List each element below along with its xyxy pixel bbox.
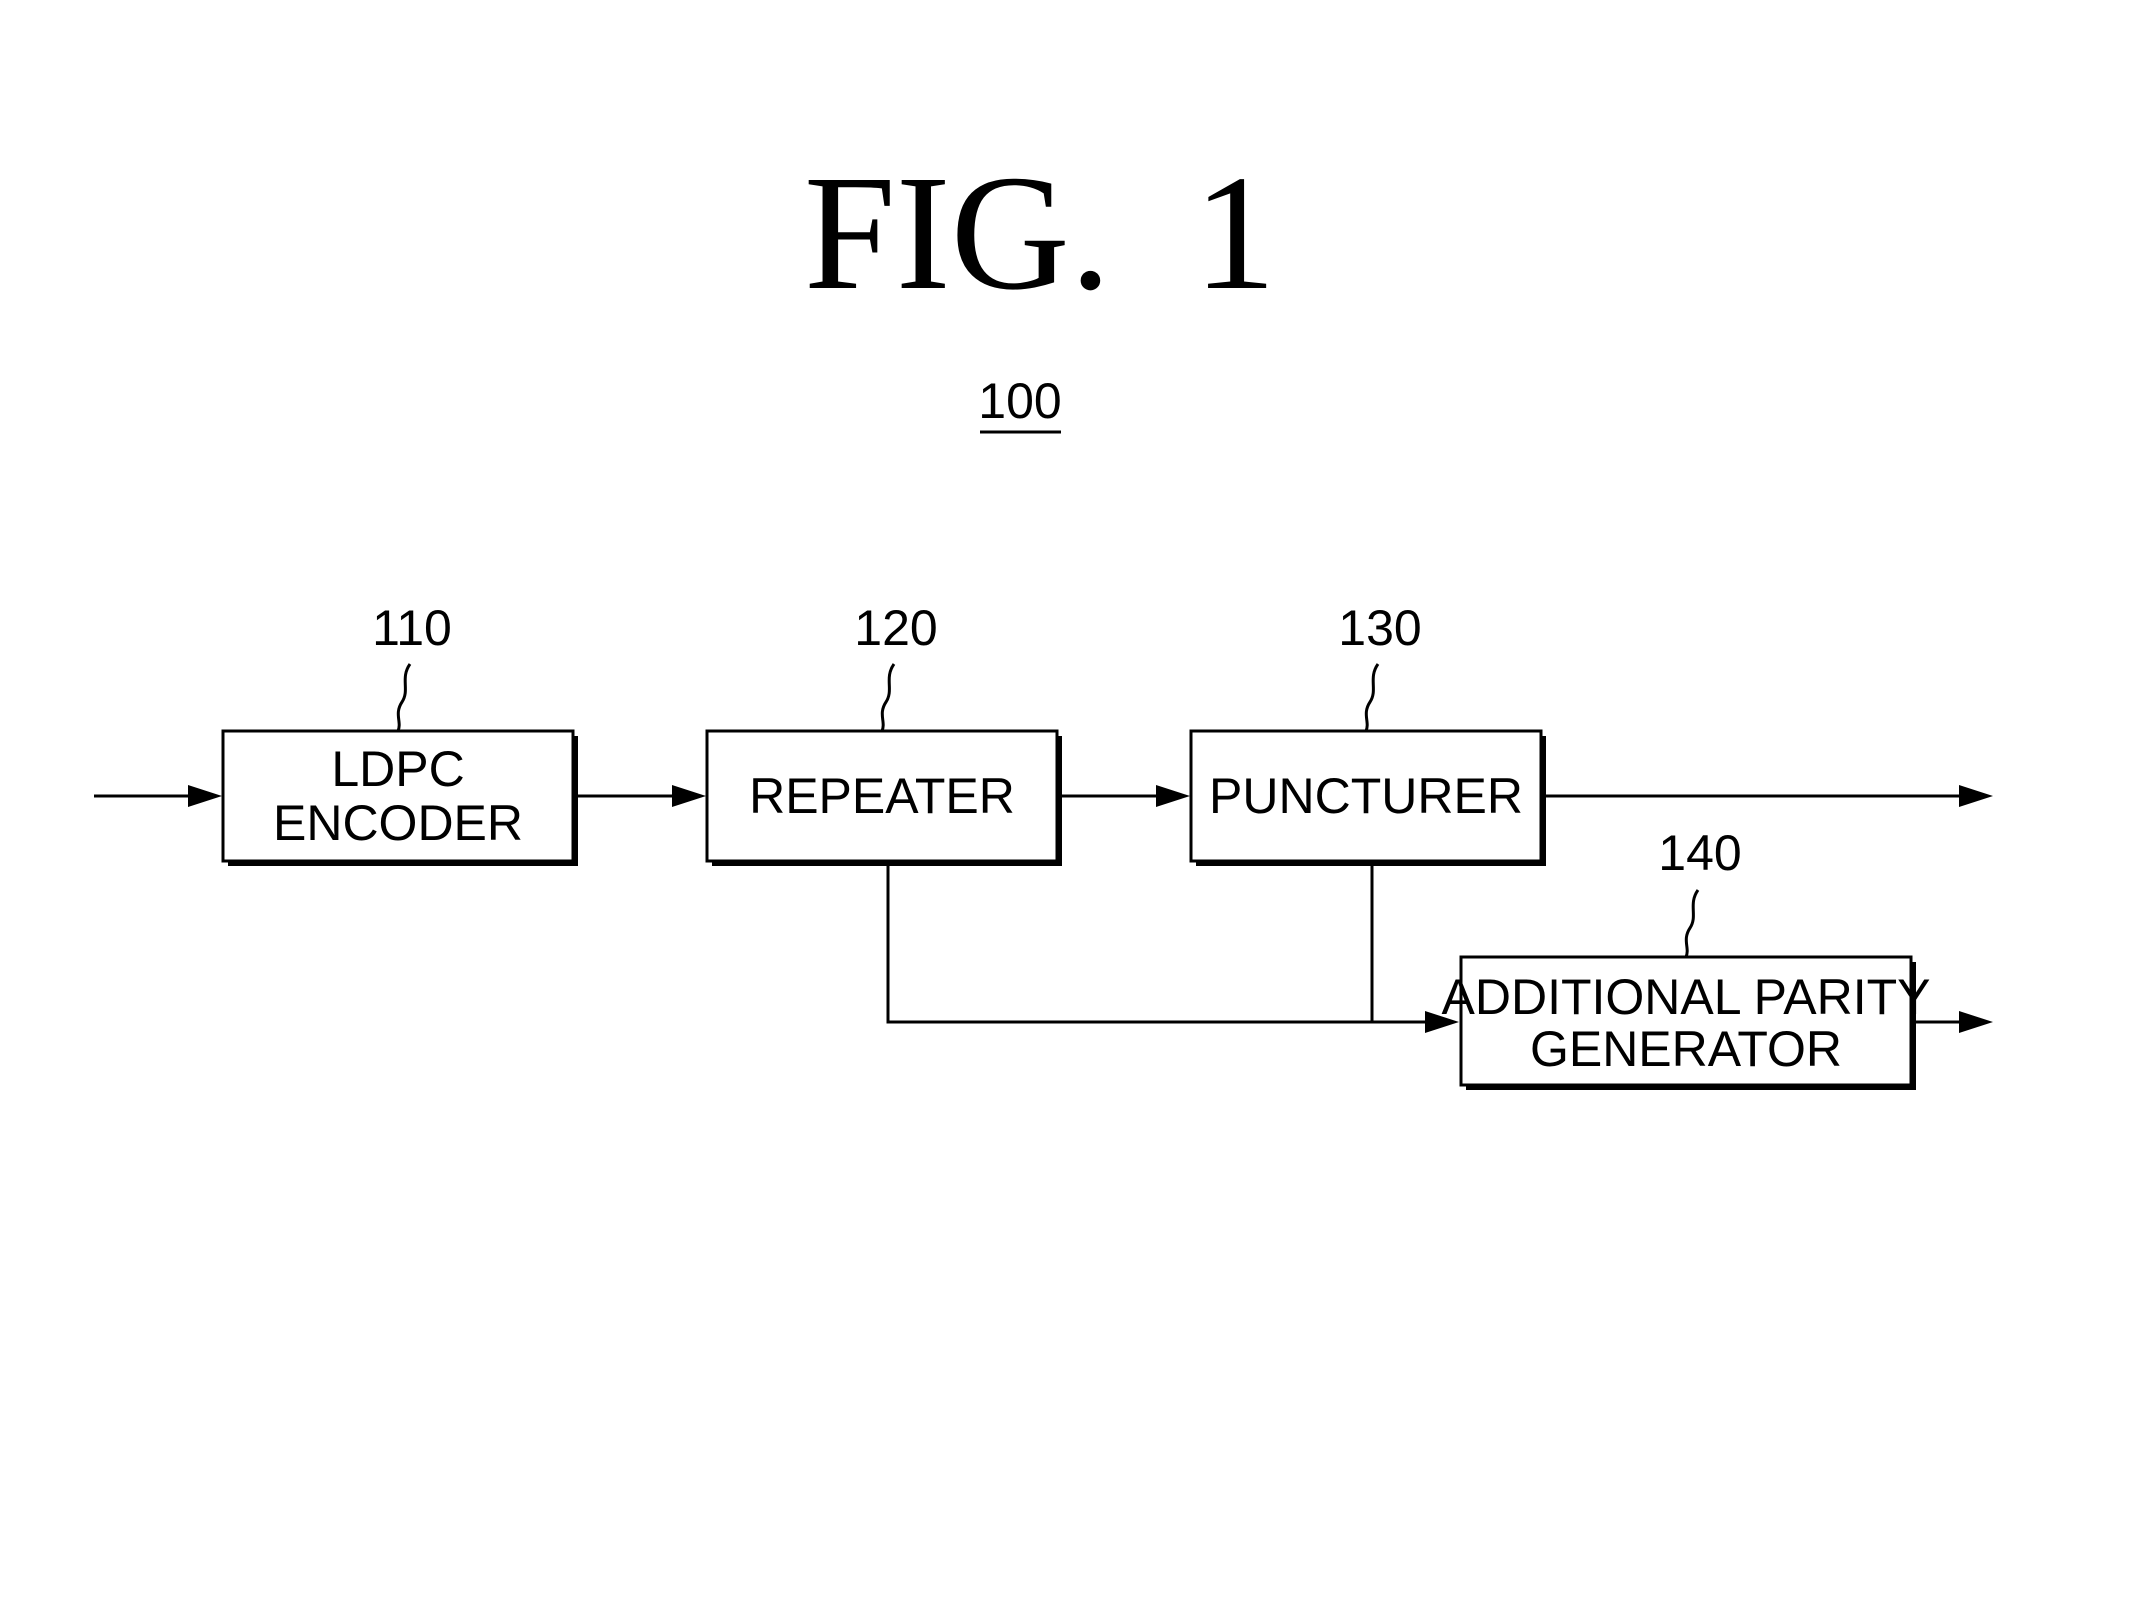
arrow-parity-output xyxy=(1959,1011,1993,1033)
additional-parity-generator-reference-number: 140 xyxy=(1658,825,1741,881)
puncturer-block: PUNCTURER 130 xyxy=(1191,600,1546,866)
ldpc-encoder-label-line-1: LDPC xyxy=(331,741,464,797)
repeater-block: REPEATER 120 xyxy=(707,600,1062,866)
repeater-to-parity-wire xyxy=(888,862,1441,1022)
repeater-label: REPEATER xyxy=(749,768,1015,824)
arrow-into-ldpc-encoder xyxy=(188,785,222,807)
repeater-reference-number: 120 xyxy=(854,600,937,656)
puncturer-label: PUNCTURER xyxy=(1209,768,1523,824)
additional-parity-generator-label-line-1: ADDITIONAL PARITY xyxy=(1442,969,1931,1025)
puncturer-reference-number: 130 xyxy=(1338,600,1421,656)
arrow-into-repeater xyxy=(672,785,706,807)
arrow-into-puncturer xyxy=(1156,785,1190,807)
system-reference-number: 100 xyxy=(978,373,1061,429)
puncturer-leader-line xyxy=(1366,664,1378,731)
arrow-puncturer-output xyxy=(1959,785,1993,807)
figure-title: FIG. 1 xyxy=(804,141,1276,324)
additional-parity-generator-leader-line xyxy=(1686,890,1698,957)
ldpc-encoder-label-line-2: ENCODER xyxy=(273,795,523,851)
repeater-leader-line xyxy=(882,664,894,731)
ldpc-encoder-block: LDPC ENCODER 110 xyxy=(223,600,578,866)
ldpc-encoder-reference-number: 110 xyxy=(372,600,452,656)
additional-parity-generator-label-line-2: GENERATOR xyxy=(1530,1021,1842,1077)
ldpc-encoder-leader-line xyxy=(398,664,410,731)
